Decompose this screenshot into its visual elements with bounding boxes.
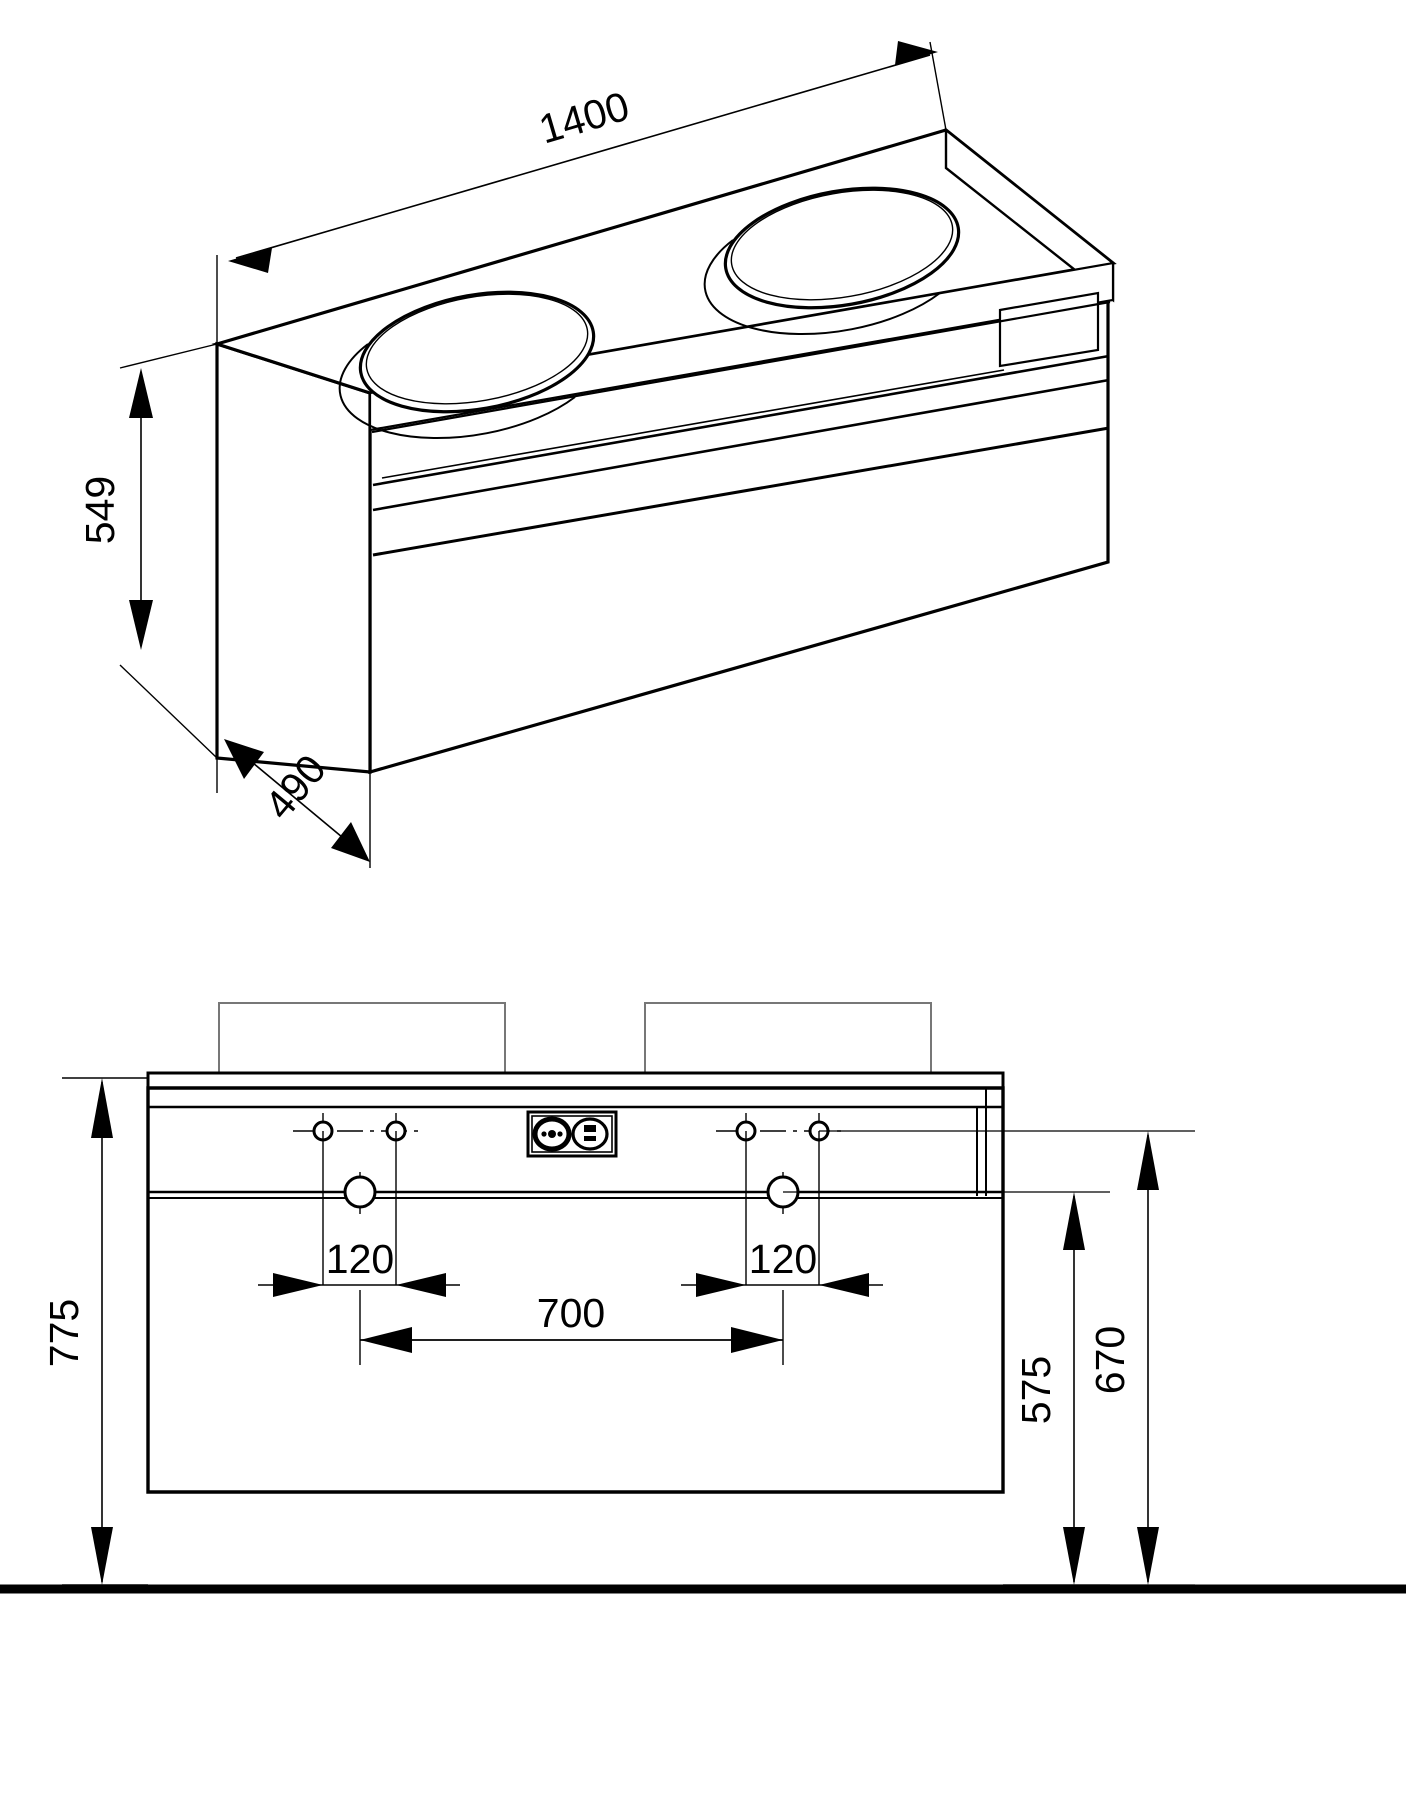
countertop-front-edge [368, 261, 1115, 432]
arrowhead-inner-left [273, 1273, 323, 1297]
drawer-top-reveal [371, 300, 1111, 434]
isometric-view: 1400 549 490 [77, 41, 1117, 868]
drawer-separation-line [372, 426, 1110, 557]
basin-cutout-right [703, 186, 961, 336]
basin-cutout-left [338, 290, 596, 440]
drawer-handle-groove-top [372, 354, 1110, 487]
dimension-120-left: 120 [258, 1236, 460, 1297]
arrowhead-right [895, 41, 938, 65]
dim-label-775: 775 [41, 1299, 87, 1367]
dimension-700: 700 [359, 1290, 784, 1365]
arrowhead-top [1137, 1131, 1159, 1190]
dim-label-575: 575 [1013, 1356, 1059, 1424]
dim-line [234, 747, 361, 853]
dim-label-height: 549 [77, 476, 123, 544]
arrowhead-left [360, 1327, 412, 1353]
dimension-775: 775 [41, 1077, 148, 1586]
cabinet-side-niche [998, 291, 1100, 368]
basin-outline-left [218, 1002, 506, 1078]
arrowhead-inner-right [396, 1273, 446, 1297]
dim-label-700: 700 [537, 1290, 605, 1336]
schuko-outlet-icon [532, 1116, 572, 1152]
mounting-hole-lower-large-left [343, 1175, 377, 1209]
countertop-slab [146, 1071, 1005, 1090]
dim-label-120-left: 120 [326, 1236, 394, 1282]
ext-line-right [929, 41, 947, 131]
ext-line-top [119, 343, 218, 369]
drawer-interior-edge [381, 369, 1005, 479]
arrowhead-bottom [1137, 1527, 1159, 1585]
arrowhead-end [331, 822, 370, 862]
mounting-holes-left [293, 1113, 425, 1285]
front-elevation-view: 120 120 700 [0, 1002, 1406, 1594]
arrowhead-bottom [129, 600, 153, 650]
arrowhead-top [129, 368, 153, 418]
dim-label-120-right: 120 [749, 1236, 817, 1282]
dimension-height-549: 549 [77, 343, 218, 759]
arrowhead-inner-right [819, 1273, 869, 1297]
power-socket-symbol[interactable] [526, 1110, 618, 1158]
arrowhead-top [1063, 1192, 1085, 1250]
usb-outlet-icon [571, 1117, 609, 1151]
dimension-120-right: 120 [681, 1236, 883, 1297]
arrowhead-left [228, 248, 272, 273]
dim-label-670: 670 [1087, 1326, 1133, 1394]
arrowhead-top [91, 1078, 113, 1138]
arrowhead-bottom [91, 1527, 113, 1585]
arrowhead-right [731, 1327, 783, 1353]
ext-line-bottom [119, 664, 218, 759]
basin-outline-right [644, 1002, 932, 1078]
dim-line [235, 54, 931, 259]
arrowhead-inner-left [696, 1273, 746, 1297]
dimension-575: 575 [783, 1191, 1110, 1586]
dim-label-width: 1400 [534, 83, 634, 153]
arrowhead-start [224, 739, 264, 779]
arrowhead-bottom [1063, 1527, 1085, 1585]
drawer-handle-groove-bottom [372, 378, 1110, 512]
